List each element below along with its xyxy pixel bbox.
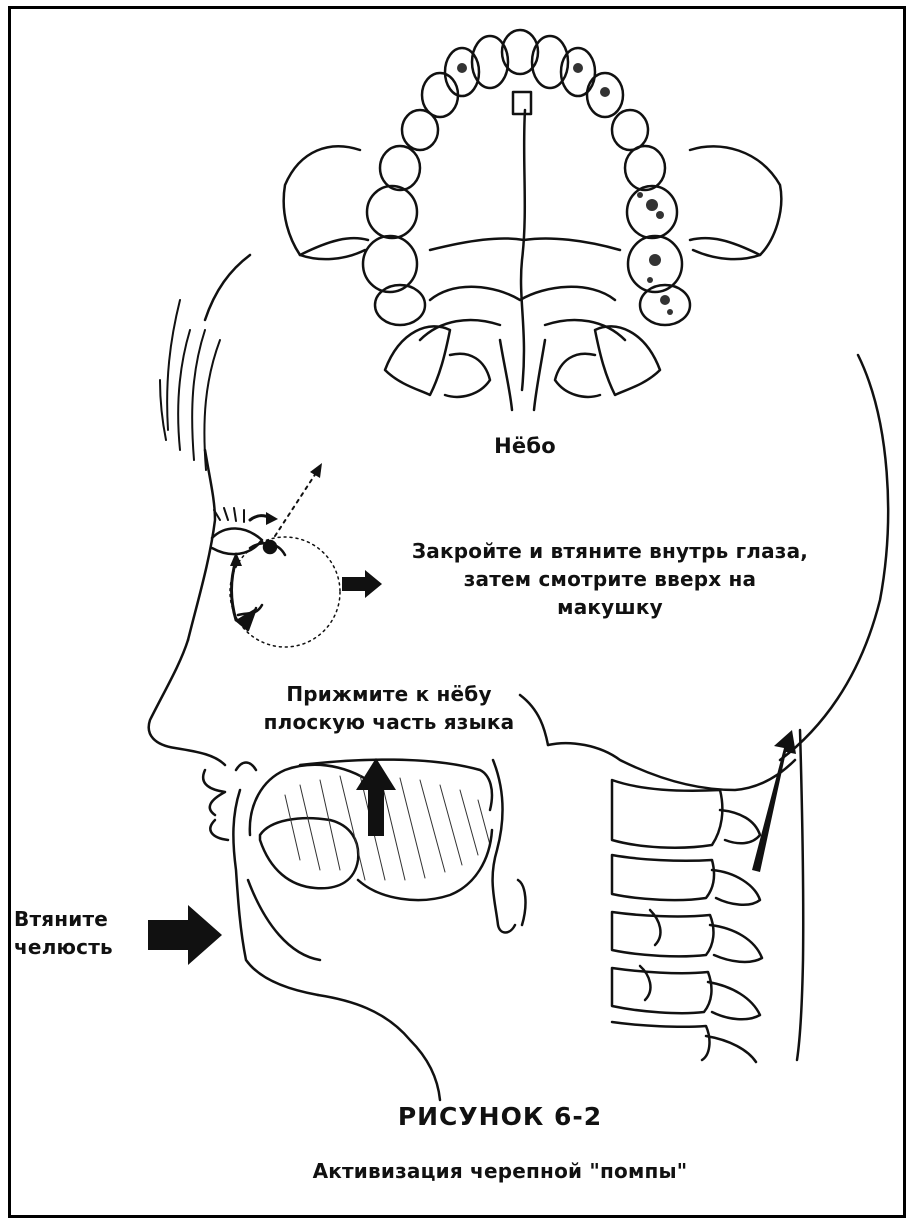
palate-label: Нёбо — [470, 432, 580, 460]
jaw-arrow — [148, 905, 222, 965]
eyes-instruction-line: Закройте и втяните внутрь глаза, — [370, 537, 850, 565]
eyes-instruction-line: макушку — [370, 593, 850, 621]
jaw-instruction-line: Втяните — [14, 905, 154, 933]
tongue-instruction-line: плоскую часть языка — [224, 708, 554, 736]
tongue-instruction-line: Прижмите к нёбу — [224, 680, 554, 708]
palate-drawing — [284, 30, 782, 410]
tongue-instruction: Прижмите к нёбу плоскую часть языка — [224, 680, 554, 736]
eyes-instruction-line: затем смотрите вверх на — [370, 565, 850, 593]
head-profile — [149, 255, 888, 1100]
mouth-tongue-drawing — [250, 758, 492, 900]
figure-caption: Активизация черепной "помпы" — [220, 1157, 780, 1185]
figure-number: РИСУНОК 6-2 — [300, 1103, 700, 1131]
jaw-instruction-line: челюсть — [14, 933, 154, 961]
jaw-instruction: Втяните челюсть — [14, 905, 154, 961]
eye-drawing — [212, 463, 340, 647]
eyes-instruction: Закройте и втяните внутрь глаза, затем с… — [370, 537, 850, 621]
